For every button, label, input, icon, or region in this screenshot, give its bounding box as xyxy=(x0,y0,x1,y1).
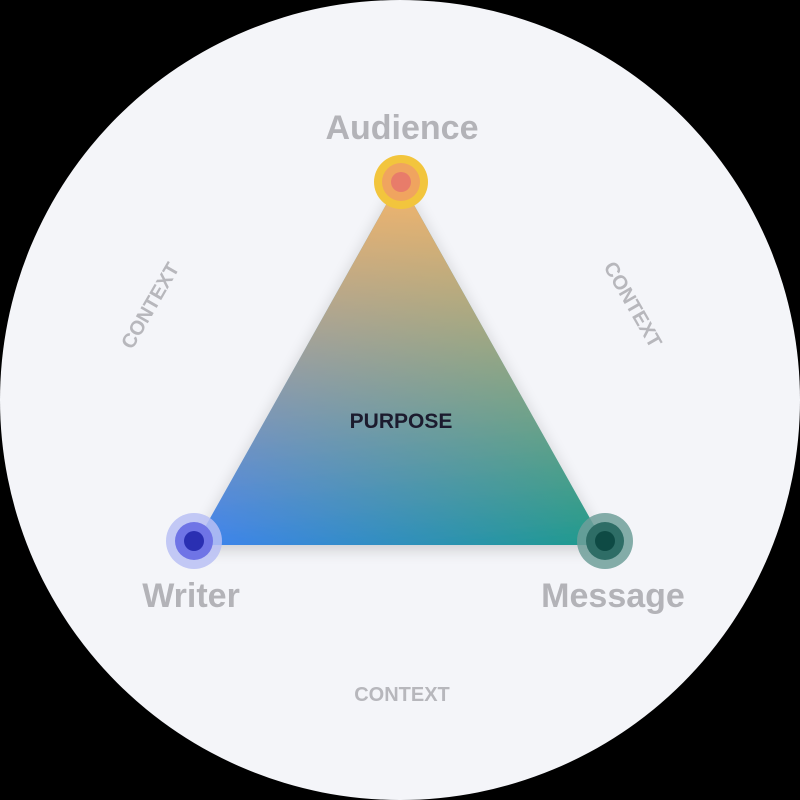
purpose-label: PURPOSE xyxy=(350,410,453,433)
writer-label: Writer xyxy=(142,577,240,615)
message-label: Message xyxy=(541,577,685,615)
purpose-triangle xyxy=(195,180,605,545)
audience-node xyxy=(374,155,428,209)
writer-node xyxy=(166,513,222,569)
message-node xyxy=(577,513,633,569)
audience-label: Audience xyxy=(325,109,478,147)
context-label-bottom: CONTEXT xyxy=(354,684,450,706)
